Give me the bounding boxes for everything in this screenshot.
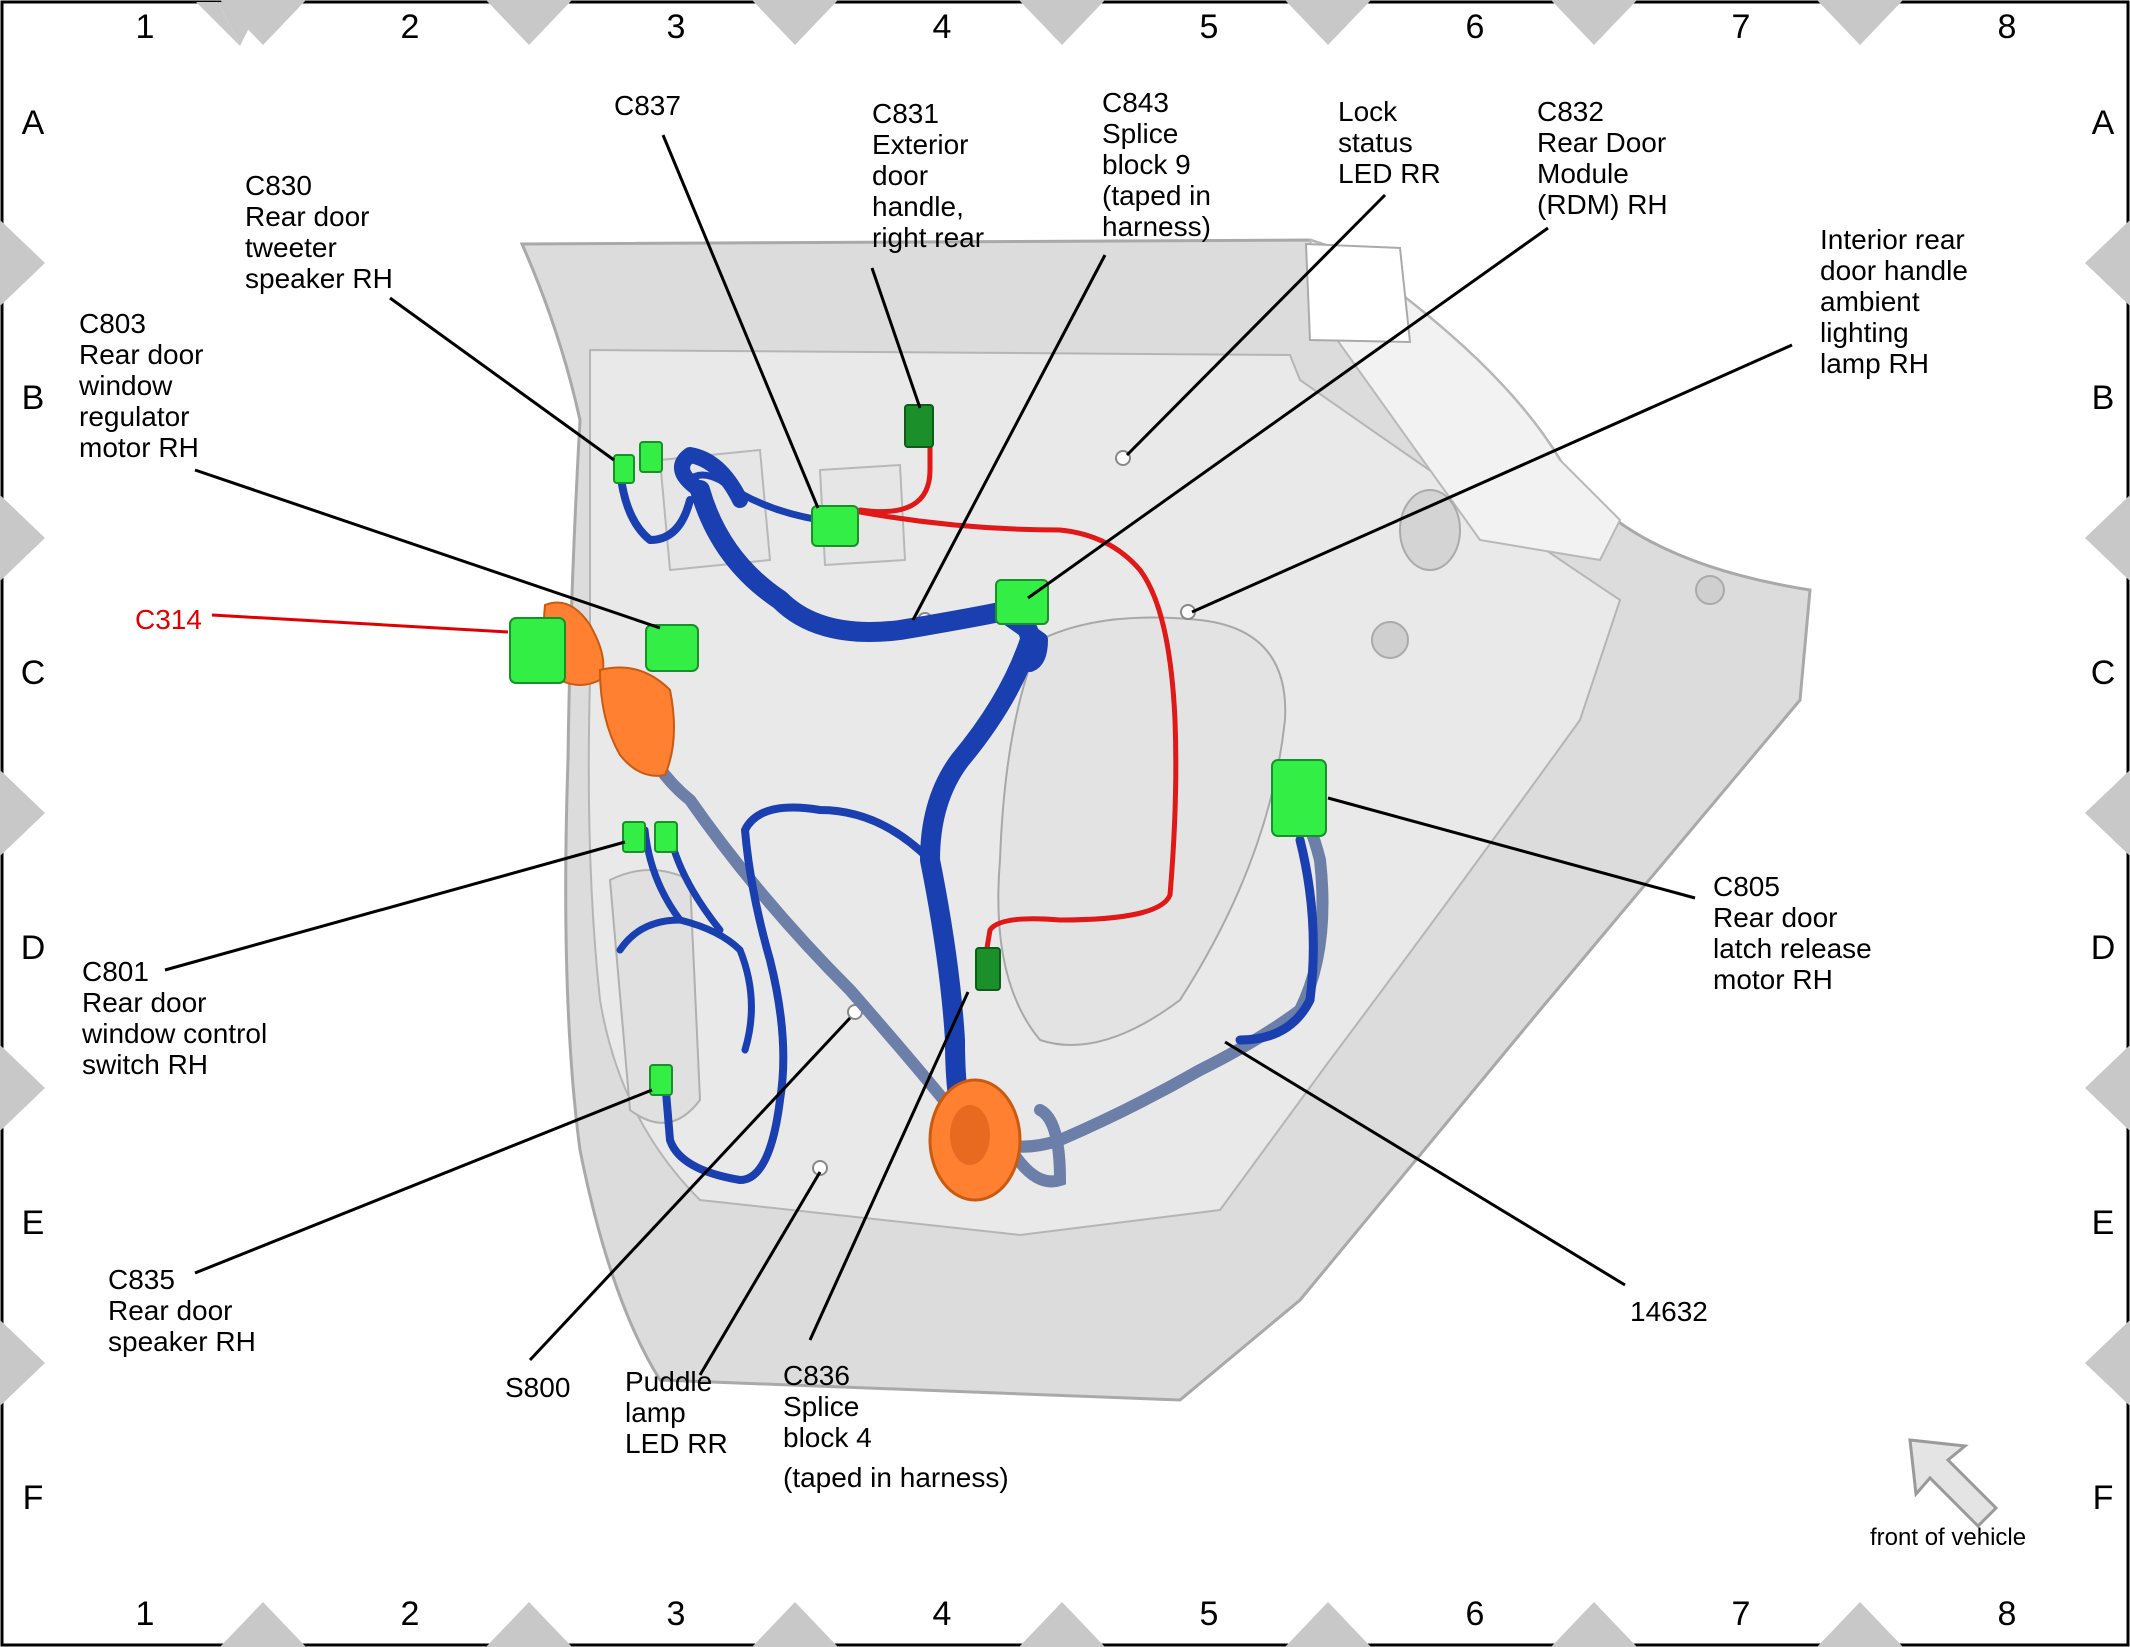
connector-c831 [904, 404, 934, 448]
grid-row-b-right: B [2091, 379, 2115, 417]
callout-c835: C835 Rear door speaker RH [108, 1264, 256, 1357]
zone-markers-top [196, 0, 1903, 46]
grid-col-4-bottom: 4 [932, 1595, 952, 1633]
callout-c801: C801 Rear door window control switch RH [82, 956, 268, 1080]
connector-c832 [995, 579, 1049, 625]
grid-col-3-top: 3 [666, 8, 686, 46]
connector-c314 [509, 617, 566, 684]
callout-c836: C836 Splice block 4 [783, 1360, 872, 1453]
connector-c836 [975, 947, 1001, 991]
grid-col-5-top: 5 [1199, 8, 1219, 46]
callout-c843: C843 Splice block 9 (taped in harness) [1102, 87, 1211, 242]
callout-c831: C831 Exterior door handle, right rear [872, 98, 985, 253]
leader-line-c314 [211, 613, 509, 634]
leader-lines [164, 134, 1793, 1376]
grid-row-d-right: D [2090, 929, 2116, 967]
front-of-vehicle-arrow-icon [1908, 1438, 1999, 1529]
callout-harness-14632: 14632 [1630, 1296, 1708, 1327]
zone-markers-bottom [220, 1602, 1903, 1647]
grid-row-d-left: D [20, 929, 46, 967]
grid-row-e-left: E [21, 1204, 45, 1242]
connector-c805 [1271, 759, 1327, 837]
callout-c836-note: (taped in harness) [783, 1462, 1009, 1493]
grid-col-8-bottom: 8 [1997, 1595, 2017, 1633]
blue-harness [616, 447, 1318, 1184]
connector-c830-b [639, 441, 663, 473]
connector-c803 [645, 624, 699, 672]
grid-col-4-top: 4 [932, 8, 952, 46]
grid-col-6-top: 6 [1465, 8, 1485, 46]
connector-c837 [811, 505, 859, 547]
grid-row-f-left: F [22, 1479, 44, 1517]
callout-c803: C803 Rear door window regulator motor RH [79, 308, 204, 463]
connector-c835 [649, 1064, 673, 1096]
connector-c801-b [654, 821, 678, 853]
grid-col-7-top: 7 [1731, 8, 1751, 46]
grid-row-e-right: E [2091, 1204, 2115, 1242]
grid-col-7-bottom: 7 [1731, 1595, 1751, 1633]
grid-row-c-right: C [2090, 654, 2116, 692]
connector-c830-a [613, 454, 635, 484]
grid-row-c-left: C [20, 654, 46, 692]
grid-row-b-left: B [21, 379, 45, 417]
zone-markers-right [2085, 220, 2130, 1406]
grid-col-2-bottom: 2 [400, 1595, 420, 1633]
red-wire [857, 427, 1179, 963]
callout-c837: C837 [614, 90, 681, 121]
zone-markers-left [0, 220, 45, 1406]
grid-row-a-right: A [2091, 104, 2115, 142]
grid-col-3-bottom: 3 [666, 1595, 686, 1633]
callout-interior-handle-lamp: Interior rear door handle ambient lighti… [1820, 224, 1968, 379]
callout-c805: C805 Rear door latch release motor RH [1713, 871, 1872, 995]
front-of-vehicle-label: front of vehicle [1870, 1524, 2027, 1551]
grid-col-8-top: 8 [1997, 8, 2017, 46]
grid-col-1-top: 1 [135, 8, 155, 46]
callout-c314: C314 [135, 604, 202, 635]
callout-c830: C830 Rear door tweeter speaker RH [245, 170, 393, 294]
callout-lock-status-led: Lock status LED RR [1338, 96, 1441, 189]
grid-row-f-right: F [2092, 1479, 2114, 1517]
callout-puddle-lamp: Puddle lamp LED RR [625, 1366, 728, 1459]
callout-c832: C832 Rear Door Module (RDM) RH [1537, 96, 1668, 220]
grid-col-6-bottom: 6 [1465, 1595, 1485, 1633]
callout-s800: S800 [505, 1372, 571, 1403]
grid-col-2-top: 2 [400, 8, 420, 46]
door-grommet [928, 1078, 1022, 1202]
connector-c801-a [622, 821, 646, 853]
rear-door-panel [519, 238, 1812, 1402]
grid-row-a-left: A [21, 104, 45, 142]
grid-col-5-bottom: 5 [1199, 1595, 1219, 1633]
grid-col-1-bottom: 1 [135, 1595, 155, 1633]
